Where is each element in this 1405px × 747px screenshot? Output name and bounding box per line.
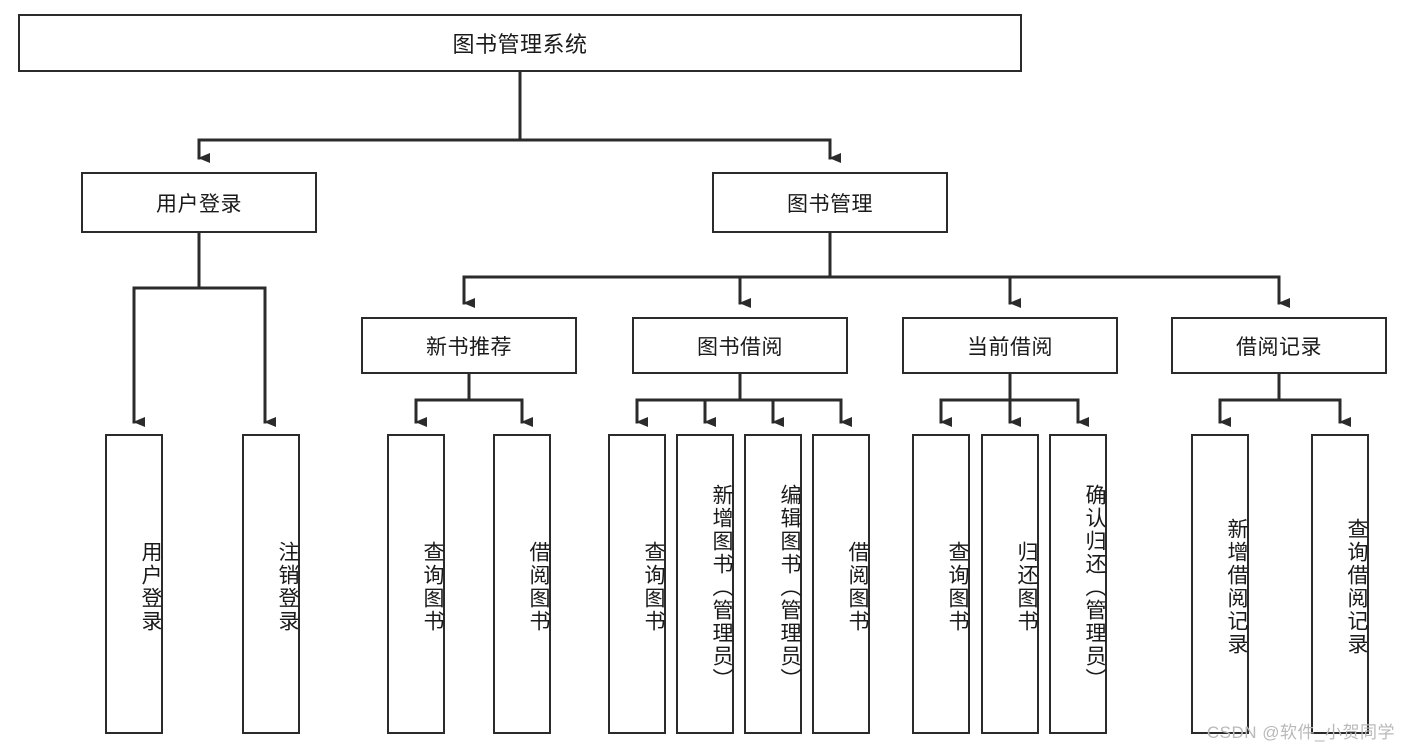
node-leaf-borrow-book-1[interactable]: 借阅图书 xyxy=(493,434,551,734)
node-leaf-query-borrow-record-label: 查询借阅记录 xyxy=(1345,518,1368,656)
node-current-borrow[interactable]: 当前借阅 xyxy=(902,317,1118,374)
node-book-management[interactable]: 图书管理 xyxy=(712,172,948,233)
node-new-book-recommend[interactable]: 新书推荐 xyxy=(361,317,577,374)
node-borrow-record[interactable]: 借阅记录 xyxy=(1171,317,1387,374)
node-root[interactable]: 图书管理系统 xyxy=(18,14,1022,72)
node-leaf-confirm-return-admin-label: 确认归还（管理员） xyxy=(1083,483,1106,691)
node-leaf-edit-book-admin-label: 编辑图书（管理员） xyxy=(778,483,801,691)
node-root-label: 图书管理系统 xyxy=(452,32,588,57)
node-leaf-query-borrow-record[interactable]: 查询借阅记录 xyxy=(1311,434,1369,734)
node-book-management-label: 图书管理 xyxy=(787,192,873,216)
node-new-book-recommend-label: 新书推荐 xyxy=(426,335,512,359)
node-leaf-confirm-return-admin[interactable]: 确认归还（管理员） xyxy=(1049,434,1107,734)
node-leaf-logout-login-label: 注销登录 xyxy=(276,541,299,633)
node-leaf-add-book-admin[interactable]: 新增图书（管理员） xyxy=(676,434,734,734)
node-leaf-query-book-3-label: 查询图书 xyxy=(946,541,969,633)
node-leaf-return-book-label: 归还图书 xyxy=(1015,541,1038,633)
node-leaf-user-login[interactable]: 用户登录 xyxy=(105,434,163,734)
node-leaf-user-login-label: 用户登录 xyxy=(139,541,162,633)
node-leaf-query-book-2-label: 查询图书 xyxy=(642,541,665,633)
node-leaf-query-book-3[interactable]: 查询图书 xyxy=(912,434,970,734)
node-user-login[interactable]: 用户登录 xyxy=(81,172,317,233)
node-leaf-return-book[interactable]: 归还图书 xyxy=(981,434,1039,734)
node-leaf-borrow-book-1-label: 借阅图书 xyxy=(527,541,550,633)
node-leaf-logout-login[interactable]: 注销登录 xyxy=(242,434,300,734)
node-book-borrow-label: 图书借阅 xyxy=(697,335,783,359)
watermark-text: CSDN @软件_小贺同学 xyxy=(1206,723,1395,742)
node-leaf-add-book-admin-label: 新增图书（管理员） xyxy=(710,483,733,691)
node-borrow-record-label: 借阅记录 xyxy=(1236,335,1322,359)
node-current-borrow-label: 当前借阅 xyxy=(967,335,1053,359)
node-leaf-query-book-1-label: 查询图书 xyxy=(421,541,444,633)
node-leaf-query-book-1[interactable]: 查询图书 xyxy=(387,434,445,734)
node-book-borrow[interactable]: 图书借阅 xyxy=(632,317,848,374)
node-leaf-query-book-2[interactable]: 查询图书 xyxy=(608,434,666,734)
node-user-login-label: 用户登录 xyxy=(156,192,242,216)
node-leaf-add-borrow-record[interactable]: 新增借阅记录 xyxy=(1191,434,1249,734)
node-leaf-edit-book-admin[interactable]: 编辑图书（管理员） xyxy=(744,434,802,734)
node-leaf-borrow-book-2[interactable]: 借阅图书 xyxy=(812,434,870,734)
node-leaf-borrow-book-2-label: 借阅图书 xyxy=(846,541,869,633)
node-leaf-add-borrow-record-label: 新增借阅记录 xyxy=(1225,518,1248,656)
